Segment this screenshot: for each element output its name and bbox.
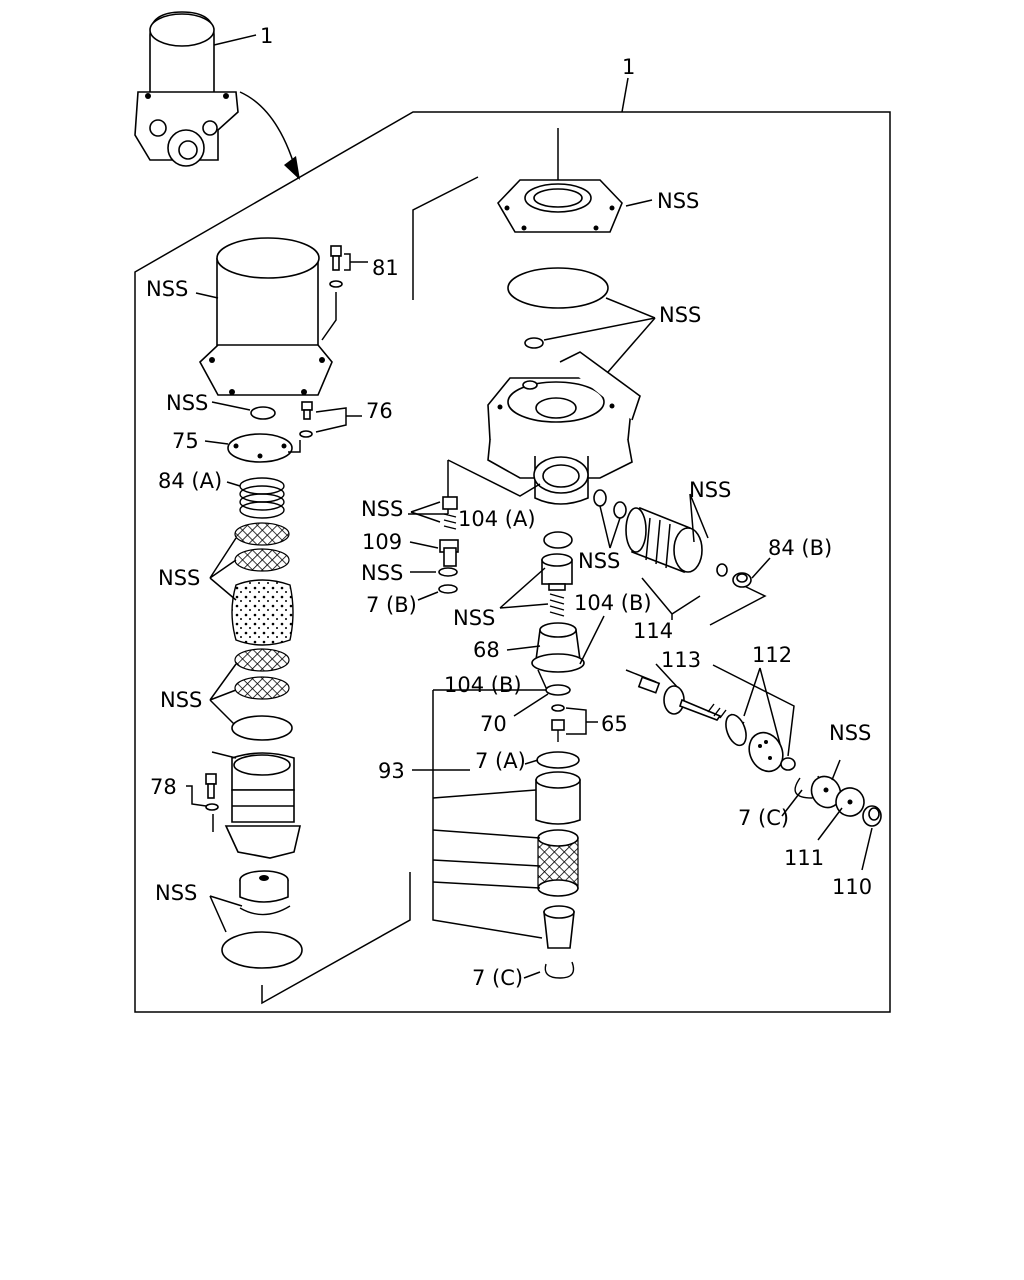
ring-nss-109: [438, 567, 458, 577]
label-nss-spring: NSS: [453, 606, 495, 630]
snap-ring-7c-bottom: [544, 961, 575, 979]
cap-nss: [250, 406, 276, 420]
label-112: 112: [752, 643, 792, 667]
label-84a: 84 (A): [158, 469, 222, 493]
o-ring-104a: [543, 531, 573, 549]
label-nss-ring: NSS: [361, 561, 403, 585]
label-78: 78: [150, 775, 177, 799]
label-110: 110: [832, 875, 872, 899]
label-nss-cover: NSS: [657, 189, 699, 213]
intake-pipe: [625, 506, 703, 574]
label-7b: 7 (B): [366, 593, 417, 617]
label-104b-right: 104 (B): [574, 591, 652, 615]
label-81: 81: [372, 256, 399, 280]
label-104a: 104 (A): [458, 507, 536, 531]
valve-body: [487, 351, 641, 505]
plunger-109: [439, 539, 459, 567]
small-nut: [780, 757, 796, 771]
bottom-seat: [239, 870, 289, 903]
desiccant-bag: [231, 579, 294, 646]
label-nss-fitting: NSS: [578, 549, 620, 573]
assembly-frame: [134, 111, 891, 1013]
plate-75: [227, 433, 293, 463]
filter-cartridge: [537, 829, 579, 897]
label-7c-right: 7 (C): [738, 806, 789, 830]
snap-ring-bottom: [239, 905, 291, 916]
label-104b-left: 104 (B): [444, 673, 522, 697]
canister-cartridge: [199, 237, 333, 396]
label-68: 68: [473, 638, 500, 662]
label-84b: 84 (B): [768, 536, 832, 560]
label-65: 65: [601, 712, 628, 736]
canister-base-housing: [224, 752, 302, 859]
label-70: 70: [480, 712, 507, 736]
label-nss-canister: NSS: [146, 277, 188, 301]
snap-ring-7a: [536, 751, 580, 769]
label-7c-bottom: 7 (C): [472, 966, 523, 990]
label-nss-pipe: NSS: [689, 478, 731, 502]
label-113: 113: [661, 648, 701, 672]
valve-nss-104a: [442, 496, 458, 530]
label-76: 76: [366, 399, 393, 423]
piston-68: [531, 622, 585, 673]
label-1-frame: 1: [622, 55, 635, 79]
label-7a: 7 (A): [475, 749, 526, 773]
frame-callout-line: [621, 77, 629, 113]
filter-disc-1: [234, 522, 290, 546]
label-nss-bottom: NSS: [155, 881, 197, 905]
top-cover-plate: [497, 179, 623, 233]
screw-65: [551, 704, 565, 742]
spring-84a: [239, 477, 285, 519]
label-nss-filters-upper: NSS: [158, 566, 200, 590]
fitting-nss: [593, 489, 627, 519]
valve-stem-112: [663, 685, 747, 747]
label-nss-cap: NSS: [166, 391, 208, 415]
callout-labels: 1 1 NSS NSS 81 NSS NSS 76 75 84 (A) NSS …: [146, 24, 872, 990]
plug-84b: [732, 572, 752, 588]
o-ring-bottom: [221, 931, 303, 969]
seat-70: [545, 684, 571, 696]
small-o-ring: [524, 337, 544, 349]
label-75: 75: [172, 429, 199, 453]
label-114: 114: [633, 619, 673, 643]
label-nss-filters-lower: NSS: [160, 688, 202, 712]
label-1-top: 1: [260, 24, 273, 48]
filter-disc-3: [234, 648, 290, 672]
label-111: 111: [784, 846, 824, 870]
spring-nss: [549, 593, 565, 617]
spring-plate: [748, 731, 784, 773]
piston-nss: [541, 553, 573, 591]
o-ring-mid: [231, 715, 293, 741]
label-nss-disc: NSS: [829, 721, 871, 745]
seal-7b: [438, 584, 458, 594]
label-93: 93: [378, 759, 405, 783]
label-nss-valve: NSS: [361, 497, 403, 521]
bolt-81: [329, 245, 343, 288]
filter-disc-4: [234, 676, 290, 700]
label-nss-seals: NSS: [659, 303, 701, 327]
cover-o-ring: [507, 267, 609, 309]
complete-dryer-thumbnail: [134, 11, 300, 180]
filter-disc-2: [234, 548, 290, 572]
cap-nut-110: [862, 805, 882, 827]
washer-84b: [716, 563, 728, 577]
bolt-76: [299, 401, 313, 438]
bolt-78: [205, 773, 219, 811]
bottom-sleeve: [543, 905, 575, 949]
label-109: 109: [362, 530, 402, 554]
sleeve-93: [535, 771, 581, 825]
